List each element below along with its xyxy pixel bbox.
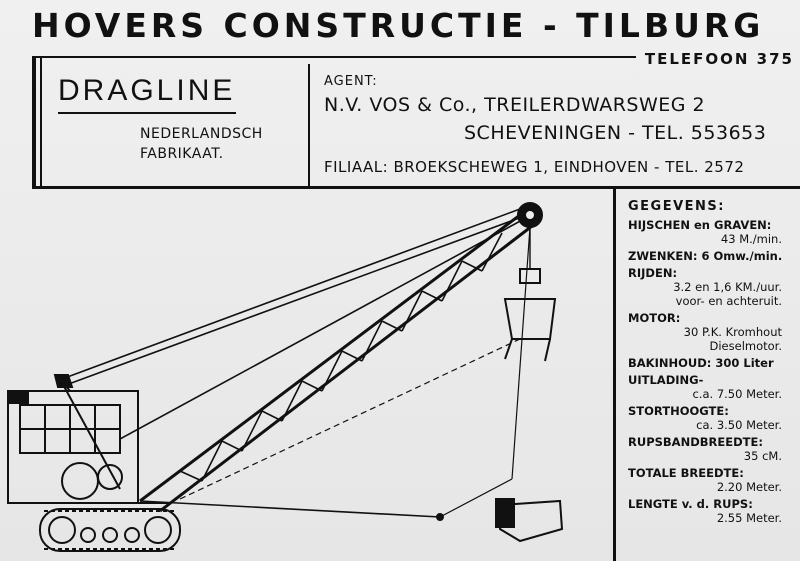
digging-bucket — [179, 226, 564, 543]
spec-label: RUPSBANDBREEDTE: — [628, 435, 763, 449]
company-phone: TELEFOON 375 — [644, 50, 794, 68]
box-left-thin-rule — [40, 58, 42, 188]
agent-address: N.V. VOS & Co., TREILERDWARSWEG 2 — [324, 94, 706, 116]
hanging-bucket — [503, 223, 557, 362]
agent-label: AGENT: — [324, 74, 378, 89]
product-name-underline — [58, 112, 236, 114]
spec-value: 43 M./min. — [720, 232, 782, 246]
spec-label: BAKINHOUD: 300 Liter — [628, 356, 774, 370]
boom-cables — [61, 208, 525, 518]
spec-label: UITLADING- — [628, 373, 704, 387]
product-name: DRAGLINE — [58, 74, 236, 107]
product-origin-line2: FABRIKAAT. — [140, 146, 224, 162]
boom-lattice — [139, 202, 543, 513]
spec-value: 2.55 Meter. — [716, 511, 782, 525]
spec-value: c.a. 7.50 Meter. — [692, 387, 782, 401]
spec-label: TOTALE BREEDTE: — [628, 466, 744, 480]
header-rule — [32, 56, 636, 58]
agent-city-phone: SCHEVENINGEN - TEL. 553653 — [464, 122, 767, 144]
spec-label: HIJSCHEN en GRAVEN: — [628, 218, 772, 232]
specs-heading: GEGEVENS: — [628, 199, 725, 214]
product-origin: NEDERLANDSCH FABRIKAAT. — [140, 124, 263, 164]
specs-panel: GEGEVENS: HIJSCHEN en GRAVEN: 43 M./min.… — [628, 199, 796, 526]
branch-address: FILIAAL: BROEKSCHEWEG 1, EINDHOVEN - TEL… — [324, 158, 745, 176]
product-origin-line1: NEDERLANDSCH — [140, 126, 263, 142]
spec-value: 2.20 Meter. — [716, 480, 782, 494]
box-divider — [308, 64, 310, 188]
spec-label: RIJDEN: — [628, 266, 678, 280]
spec-label: STORTHOOGTE: — [628, 404, 729, 418]
spec-value-extra: voor- en achteruit. — [675, 294, 782, 308]
gantry — [53, 374, 121, 490]
spec-value: ca. 3.50 Meter. — [696, 418, 782, 432]
spec-label: LENGTE v. d. RUPS: — [628, 497, 753, 511]
spec-value: 3.2 en 1,6 KM./uur. — [673, 280, 782, 294]
company-title: HOVERS CONSTRUCTIE - TILBURG — [32, 6, 765, 45]
box-bottom-rule — [32, 186, 800, 189]
specs-divider — [613, 189, 616, 561]
spec-label: MOTOR: — [628, 311, 681, 325]
crawler-track — [39, 508, 181, 552]
box-left-thick-rule — [32, 58, 36, 188]
dragline-drawing — [7, 202, 564, 552]
spec-value: 35 cM. — [743, 449, 782, 463]
spec-value: 30 P.K. Kromhout — [683, 325, 782, 339]
machine-house — [7, 390, 170, 504]
spec-value-extra: Dieselmotor. — [709, 339, 783, 353]
spec-label: ZWENKEN: 6 Omw./min. — [628, 249, 783, 263]
